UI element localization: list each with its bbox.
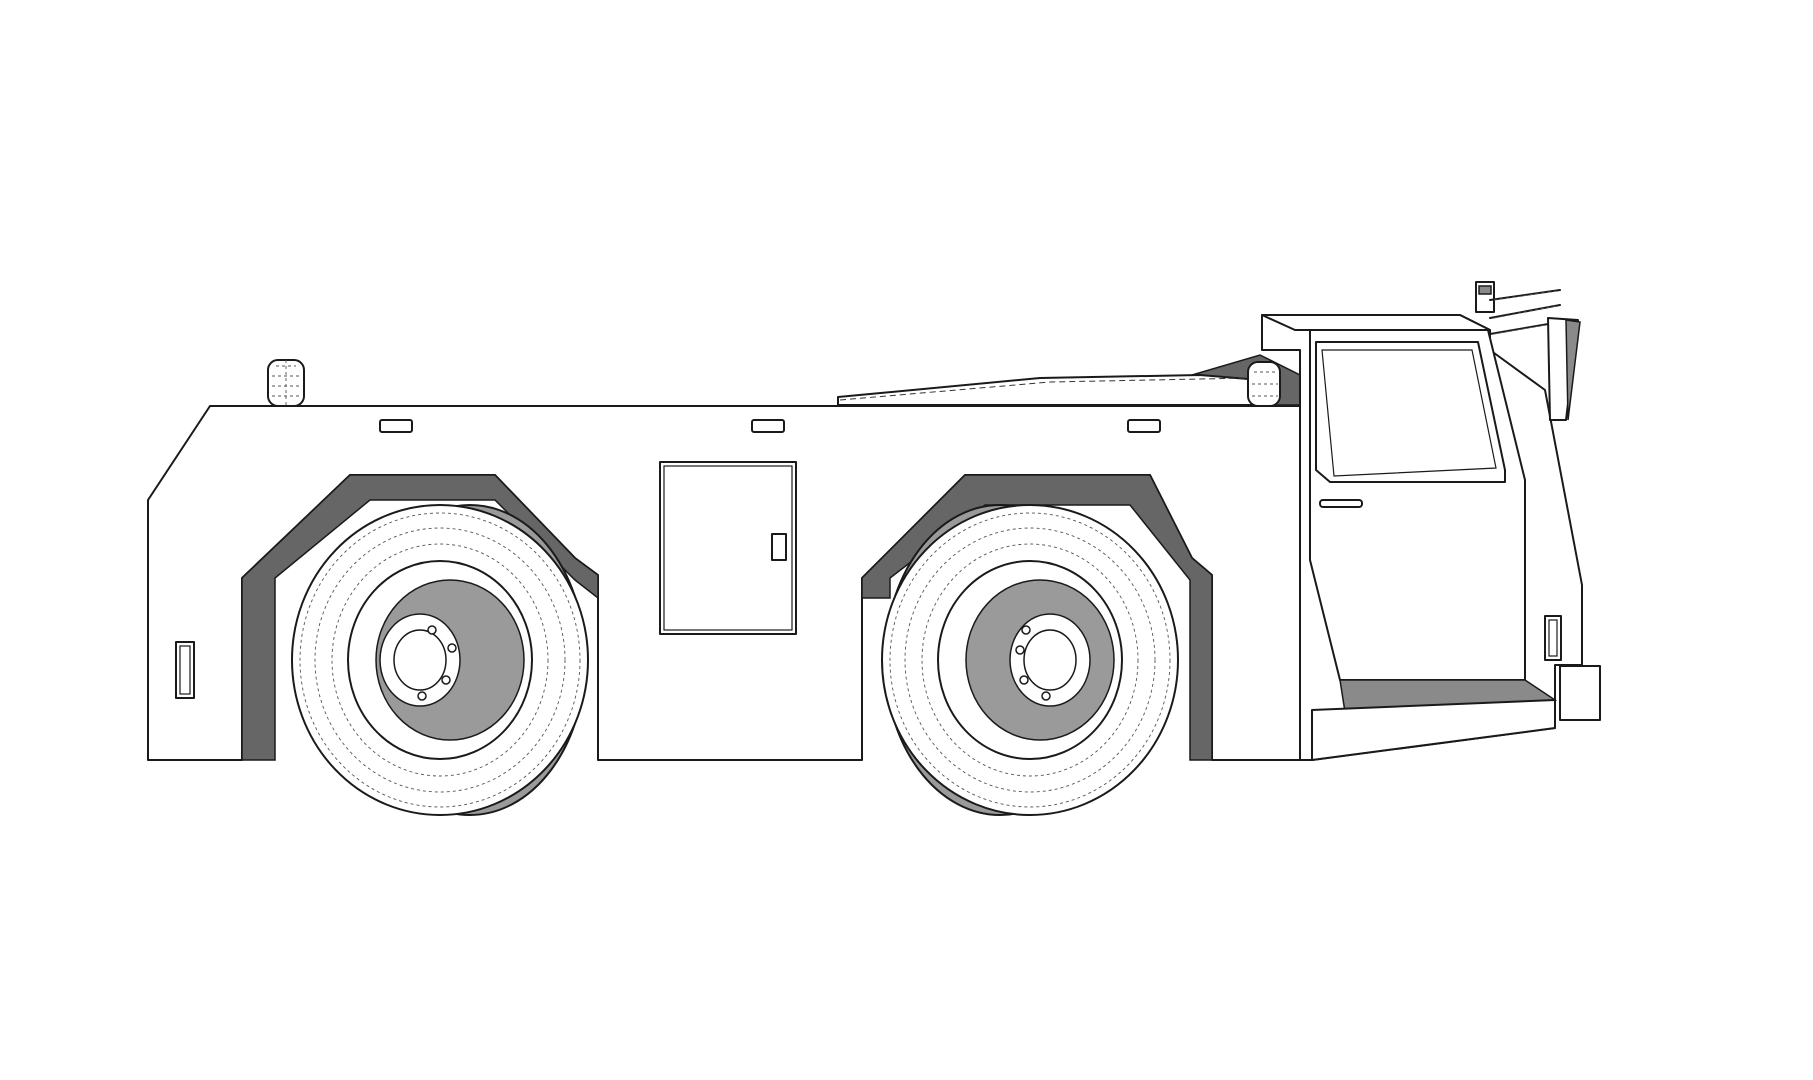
rear-marker-lamp xyxy=(175,641,195,699)
cab-beacon-light xyxy=(1247,361,1281,407)
body-vent-front xyxy=(1127,419,1161,433)
side-mirror xyxy=(1475,281,1581,421)
rear-beacon-light xyxy=(267,359,305,407)
front-wheel xyxy=(881,504,1179,816)
body-vent-middle xyxy=(751,419,785,433)
body-vent-rear xyxy=(379,419,413,433)
rear-marker-lamp-inner xyxy=(179,645,191,695)
rear-wheel xyxy=(291,504,589,816)
side-access-hatch xyxy=(659,461,797,635)
cab xyxy=(1261,314,1601,761)
engine-cover xyxy=(837,354,1301,406)
